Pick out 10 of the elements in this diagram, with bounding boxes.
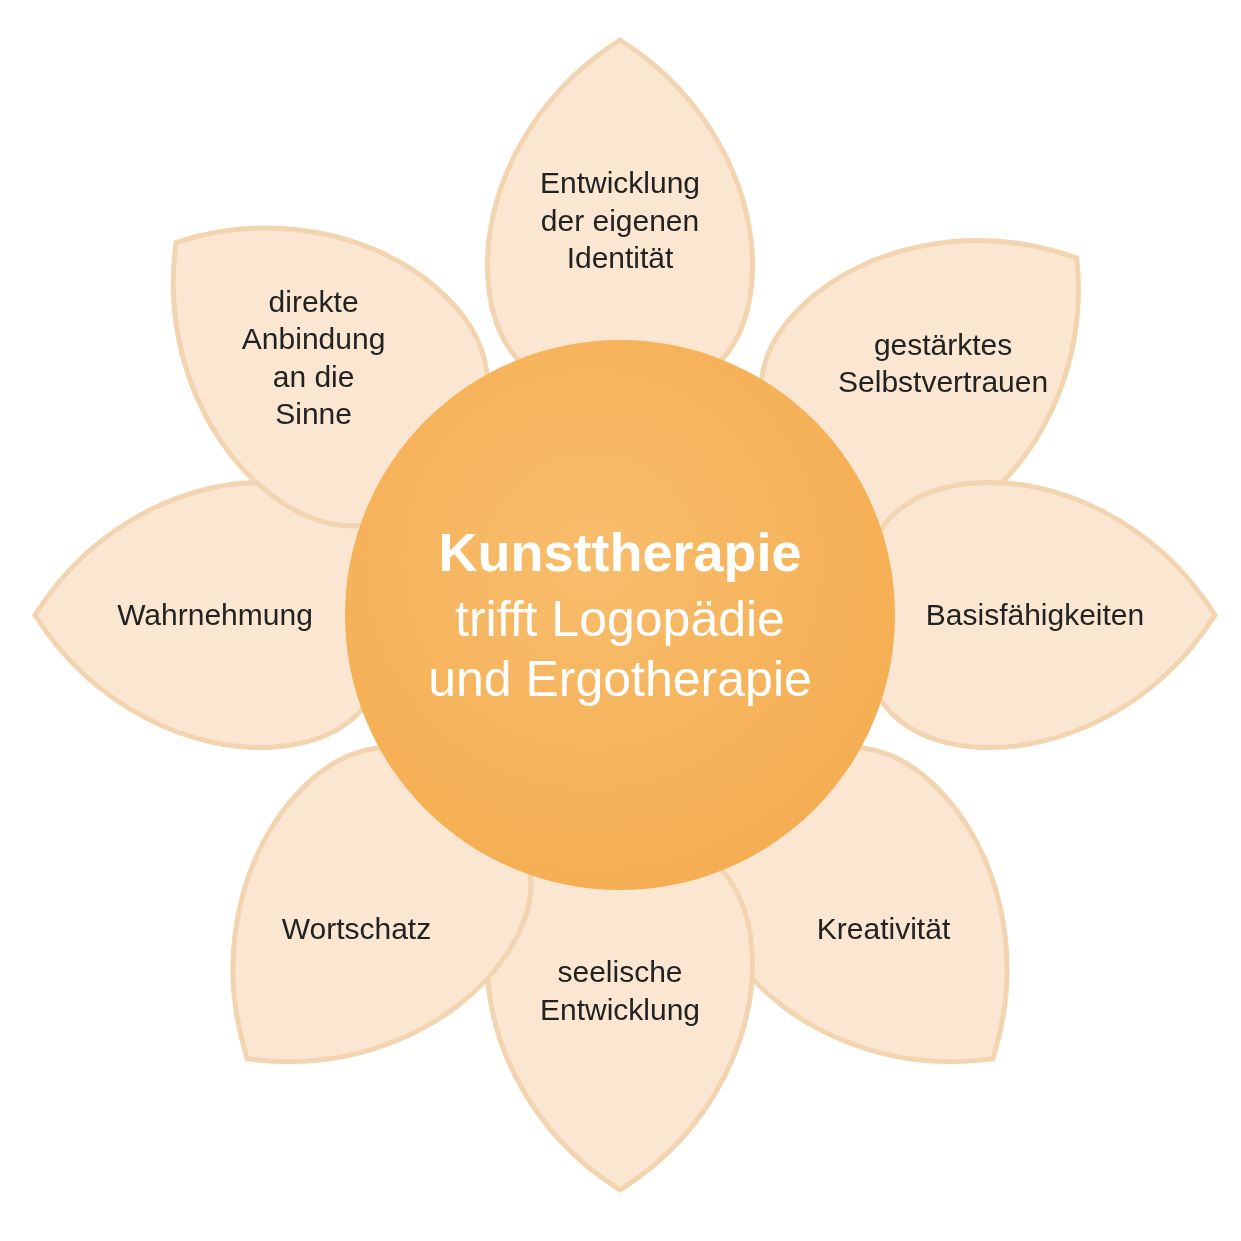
petal-text: direkte Anbindung an die Sinne <box>240 283 387 433</box>
petal-text: Entwicklung der eigenen Identität <box>538 164 702 276</box>
petal-text: seelische Entwicklung <box>538 953 702 1028</box>
petal-text: Kreativität <box>815 911 952 948</box>
petal-text: Basisfähigkeiten <box>924 597 1146 634</box>
petal-text: gestärktes Selbstvertrauen <box>837 326 1050 400</box>
petal-text: Wortschatz <box>280 911 433 948</box>
center-heading: Kunsttherapie <box>438 521 802 583</box>
petal-text: Wahrnehmung <box>116 597 314 634</box>
center-subtitle: trifft Logopädie und Ergotherapie <box>427 590 813 709</box>
